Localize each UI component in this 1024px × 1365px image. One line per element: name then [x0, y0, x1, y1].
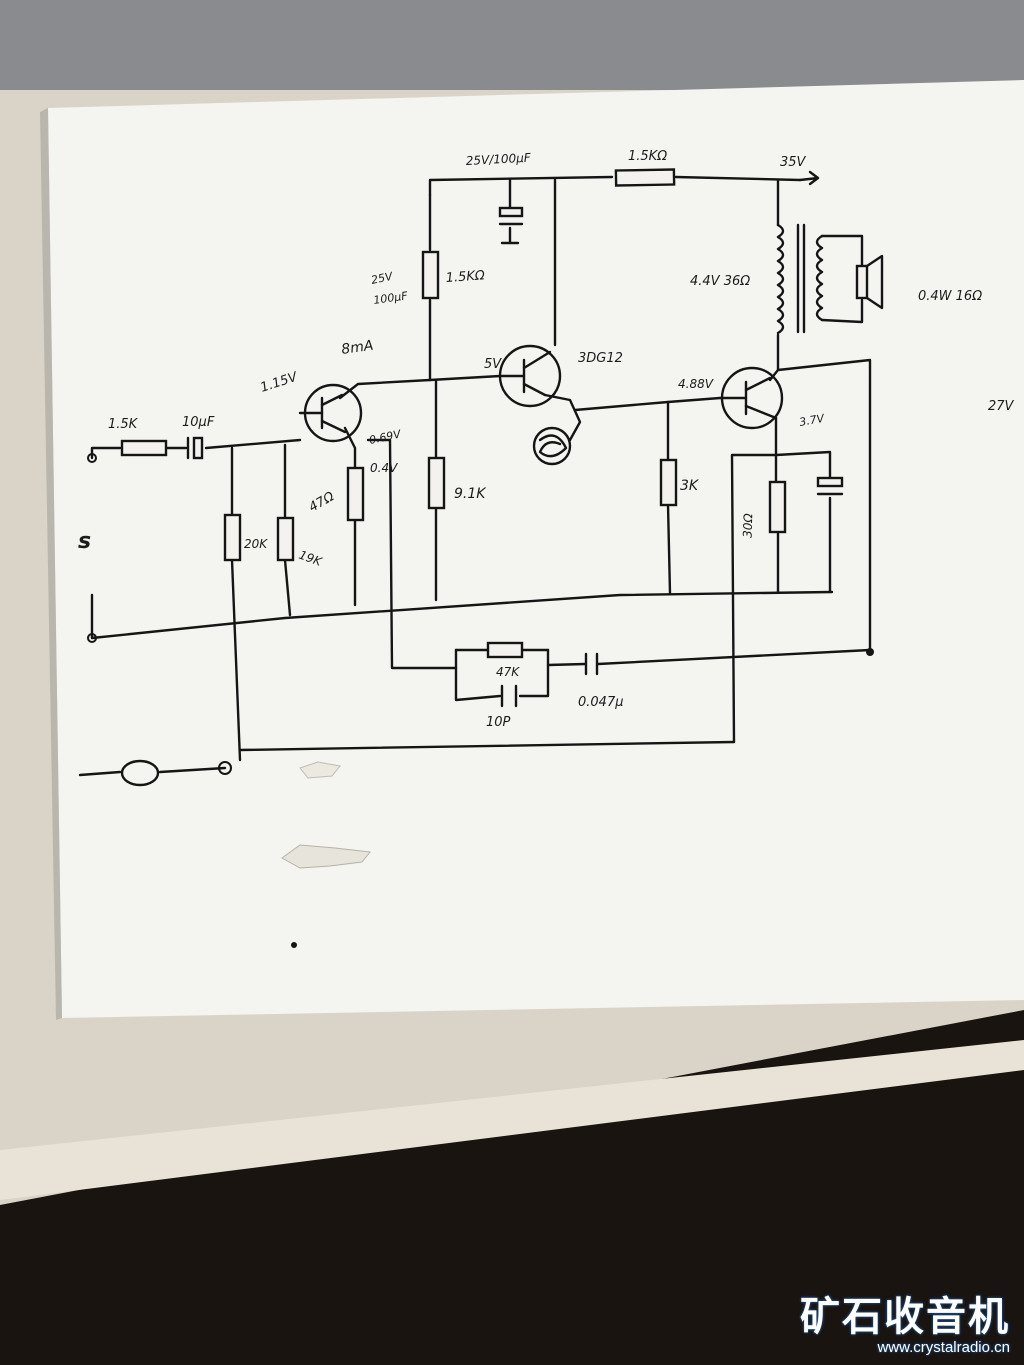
resistor-9k1	[427, 456, 446, 510]
resistor-supply	[614, 168, 676, 187]
label-r-supply: 1.5KΩ	[628, 149, 667, 164]
label-r-30: 30Ω	[741, 512, 756, 538]
capacitor-emitter-q3	[816, 476, 844, 496]
resistor-input	[120, 439, 168, 457]
input-terminal-bottom	[87, 633, 97, 643]
label-cap-supply: 25V/100μF	[465, 151, 532, 168]
capacitor-input	[186, 436, 204, 460]
transistor-q3	[718, 366, 784, 430]
paper-sheet	[48, 80, 1024, 1018]
watermark-url: www.crystalradio.cn	[877, 1339, 1010, 1356]
capacitor-supply	[498, 206, 524, 226]
components	[87, 168, 884, 948]
label-input-marker: s	[78, 529, 91, 554]
resistor-3k	[659, 458, 678, 507]
coil-scribble	[120, 759, 160, 787]
output-transformer	[776, 223, 864, 335]
watermark-title: 矿石收音机	[800, 1294, 1010, 1340]
vcc-arrow	[798, 170, 820, 186]
site-watermark: 矿石收音机 www.crystalradio.cn	[800, 1295, 1010, 1357]
input-terminal-top	[87, 453, 97, 463]
label-cap-bypass-b: 100μF	[373, 289, 409, 307]
paper-stain-small	[299, 761, 341, 779]
resistor-feedback	[486, 641, 524, 659]
label-speaker: 0.4W 16Ω	[918, 289, 982, 304]
wiring	[78, 175, 872, 777]
label-r-20k: 20K	[244, 537, 268, 551]
bottom-terminal	[218, 761, 232, 775]
component-labels: 25V/100μF 1.5KΩ 35V 25V 100μF 1.5KΩ 8mA …	[78, 149, 1015, 730]
capacitor-10p	[500, 684, 518, 708]
output-terminal	[866, 648, 874, 656]
label-r-collector1: 1.5KΩ	[445, 268, 485, 286]
ink-dot	[291, 942, 297, 948]
label-r-3k: 3K	[680, 478, 700, 494]
paper-shadow	[40, 108, 62, 1020]
label-v-q3-emitter: 3.7V	[798, 412, 826, 429]
label-c-input: 10μF	[182, 415, 215, 430]
scribble-mark	[532, 426, 572, 466]
label-current: 8mA	[340, 338, 374, 358]
transistor-q2	[498, 344, 562, 408]
label-c-feedback2: 0.047μ	[578, 695, 624, 710]
label-q2-model: 3DG12	[578, 351, 623, 366]
label-r-input: 1.5K	[108, 417, 139, 432]
label-vcc: 35V	[780, 155, 807, 170]
transistor-q1	[298, 383, 363, 443]
label-c-feedback1: 10P	[486, 715, 511, 730]
resistor-collector-q1	[421, 250, 440, 300]
label-cap-bypass-a: 25V	[370, 269, 395, 286]
label-v-emitter-node: 0.4V	[370, 461, 398, 475]
label-v-q3-base: 4.88V	[678, 377, 714, 391]
resistor-20k	[223, 513, 242, 562]
table-top-shadow	[0, 0, 1024, 90]
capacitor-0047	[584, 652, 599, 676]
label-edge-note: 27V	[988, 399, 1015, 414]
label-r-9k1: 9.1K	[454, 486, 487, 502]
label-r-feedback: 47K	[496, 665, 520, 679]
label-transformer: 4.4V 36Ω	[690, 274, 750, 289]
resistor-19k	[276, 516, 295, 562]
paper-stain	[281, 844, 371, 869]
resistor-47ohm	[346, 466, 365, 522]
table-edge	[0, 1040, 1024, 1200]
label-v-q2-base: 5V	[484, 357, 502, 372]
speaker-icon	[855, 254, 884, 310]
resistor-30ohm	[768, 480, 787, 534]
